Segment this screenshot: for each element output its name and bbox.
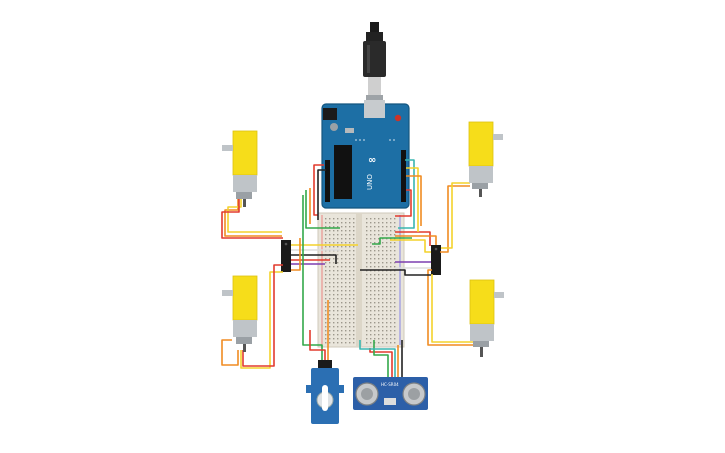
power-analog-header xyxy=(325,160,330,202)
board-model-label: UNO xyxy=(366,174,374,190)
dc-motor-top-left[interactable] xyxy=(222,130,258,207)
ultrasonic-sensor[interactable]: HC-SR04 xyxy=(353,377,428,410)
ultrasonic-label: HC-SR04 xyxy=(381,382,399,387)
arduino-infinity-icon: ∞ xyxy=(368,155,376,166)
power-jack xyxy=(323,108,337,120)
digital-header xyxy=(401,150,406,202)
arduino-uno-board[interactable]: ∞ UNO xyxy=(321,100,410,209)
wiring xyxy=(221,159,474,378)
dc-motor-bottom-right[interactable] xyxy=(469,279,504,357)
motor-driver-right[interactable] xyxy=(431,245,441,275)
atmega-chip xyxy=(334,145,352,199)
motor-driver-left[interactable] xyxy=(281,240,291,272)
servo-motor[interactable] xyxy=(306,360,344,424)
dc-motor-top-right[interactable] xyxy=(468,121,503,197)
usb-jack xyxy=(364,100,385,118)
breadboard[interactable] xyxy=(317,212,405,348)
dc-motor-bottom-left[interactable] xyxy=(222,275,258,352)
reset-button[interactable] xyxy=(394,114,402,122)
